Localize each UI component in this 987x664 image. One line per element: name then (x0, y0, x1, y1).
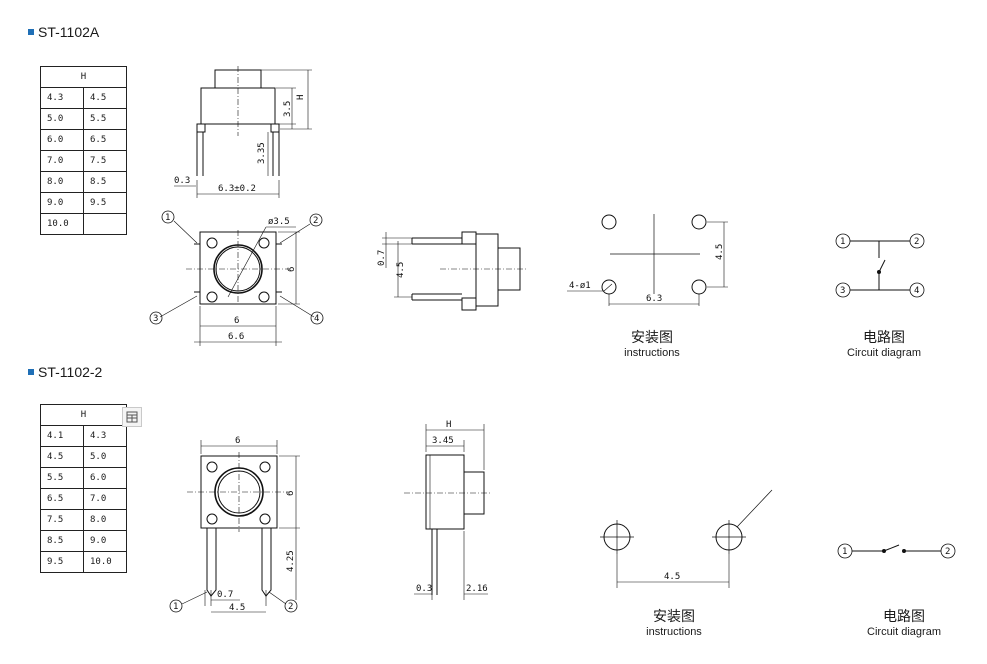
section-b-title: ST-1102-2 (28, 364, 102, 380)
table-header: H (40, 66, 127, 88)
dim-0.3-label: 0.3 (174, 176, 190, 186)
circuit-b: 1 2 (837, 543, 956, 559)
side-view-a: H 3.5 3.35 0.3 6.3±0.2 (174, 66, 312, 198)
dim-hole-label: 4-ø1 (569, 281, 591, 291)
circuit-caption-a: 电路图 Circuit diagram (847, 329, 921, 359)
table-cell: 10.0 (83, 551, 127, 573)
dim-3.5-label: 3.5 (283, 101, 293, 117)
install-caption-b: 安装图 instructions (646, 608, 702, 638)
install-caption-a: 安装图 instructions (624, 329, 680, 359)
dim-dia-label: ø3.5 (268, 217, 290, 227)
circuit-pin-3: 3 (840, 286, 845, 296)
pin-b-1-label: 1 (173, 602, 178, 612)
dim-0.7-label: 0.7 (377, 250, 387, 266)
pin-1-label: 1 (165, 213, 170, 223)
dim-6.6-label: 6.6 (228, 332, 244, 342)
section-a-title: ST-1102A (28, 24, 99, 40)
dim-b-0.7-label: 0.7 (217, 590, 233, 600)
pin-4-label: 4 (314, 314, 319, 324)
dim-b-6v-label: 6 (286, 491, 296, 496)
install-view-b: 4.5 (600, 489, 773, 588)
top-view-a: ø3.5 6 6 6.6 1 2 3 4 (149, 210, 324, 346)
dim-b-6-label: 6 (235, 436, 240, 446)
dim-4.5-label: 4.5 (396, 262, 406, 278)
square-bullet-icon (28, 369, 34, 375)
pin-b-2-label: 2 (288, 602, 293, 612)
circuit-caption-b: 电路图 Circuit diagram (867, 608, 941, 638)
dim-6.3-label: 6.3±0.2 (218, 184, 256, 194)
dim-b-2.16-label: 2.16 (466, 584, 488, 594)
circuit-a: 1 2 3 4 (835, 233, 925, 298)
dim-install-6.3-label: 6.3 (646, 294, 662, 304)
install-view-a: 4.5 6.3 4-ø1 (567, 214, 728, 306)
dim-h-label: H (296, 95, 306, 100)
pin-3-label: 3 (153, 314, 158, 324)
side-view-b: H 3.45 0.3 2.16 (404, 420, 492, 600)
dim-6-label: 6 (234, 316, 239, 326)
dim-install-4.5-label: 4.5 (715, 244, 725, 260)
circuit-pin-1: 1 (840, 237, 845, 247)
square-bullet-icon (28, 29, 34, 35)
dim-b-4.5-label: 4.5 (229, 603, 245, 613)
side-profile-a: 0.7 4.5 (377, 231, 528, 311)
circuit-b-pin-2: 2 (945, 547, 950, 557)
table-select-icon[interactable] (122, 407, 142, 427)
table-cell: 8.0 (83, 509, 127, 531)
dim-6v-label: 6 (287, 267, 297, 272)
circuit-pin-4: 4 (914, 286, 919, 296)
table-cell (83, 213, 127, 235)
top-view-b: 6 6 4.25 0.7 4.5 1 2 (169, 436, 300, 613)
dim-3.35-label: 3.35 (257, 142, 267, 164)
dim-b-0.3-label: 0.3 (416, 584, 432, 594)
dim-b-4.25-label: 4.25 (286, 550, 296, 572)
circuit-b-pin-1: 1 (842, 547, 847, 557)
dim-b-3.45-label: 3.45 (432, 436, 454, 446)
dim-b-install-4.5-label: 4.5 (664, 572, 680, 582)
circuit-pin-2: 2 (914, 237, 919, 247)
dim-b-h-label: H (446, 420, 451, 430)
pin-2-label: 2 (313, 216, 318, 226)
